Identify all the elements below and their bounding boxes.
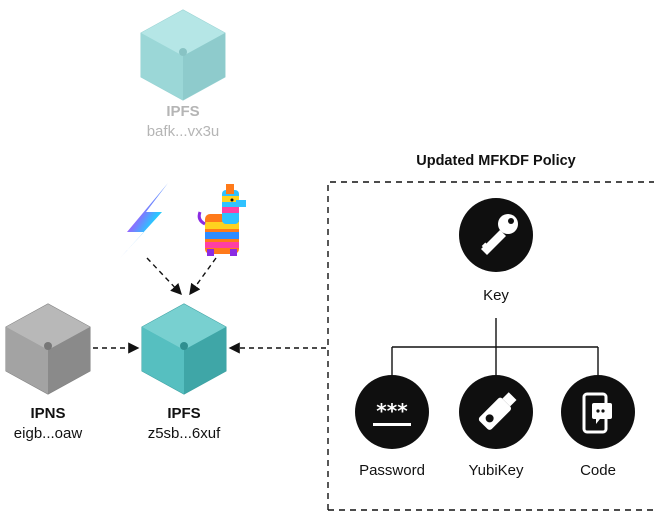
policy-title: Updated MFKDF Policy — [416, 153, 576, 169]
ipns-title: IPNS — [30, 405, 66, 422]
ipfs-cid: z5sb...6xuf — [147, 425, 221, 442]
yubikey-factor-node — [459, 375, 533, 449]
code-factor-node — [561, 375, 635, 449]
yubikey-label: YubiKey — [468, 462, 524, 479]
top-ipfs-title: IPFS — [166, 103, 200, 120]
pinata-llama-icon — [197, 184, 246, 256]
password-icon: *** — [373, 399, 411, 426]
key-label: Key — [483, 287, 509, 304]
password-label: Password — [359, 462, 425, 479]
phone-code-icon — [582, 392, 612, 434]
lightning-bolt-icon — [120, 183, 168, 258]
password-factor-node: *** — [355, 375, 429, 449]
top-ipfs-cube-icon — [140, 9, 226, 101]
ipfs-cube-icon — [141, 303, 227, 395]
key-node — [459, 198, 533, 272]
ipns-cube-icon — [5, 303, 91, 395]
ipfs-title: IPFS — [167, 405, 201, 422]
key-icon — [481, 214, 518, 255]
ipns-cid: eigb...oaw — [13, 425, 83, 442]
usb-key-icon — [478, 392, 517, 430]
code-label: Code — [580, 462, 616, 479]
top-ipfs-cid: bafk...vx3u — [146, 123, 220, 140]
svg-text:***: *** — [376, 399, 408, 423]
